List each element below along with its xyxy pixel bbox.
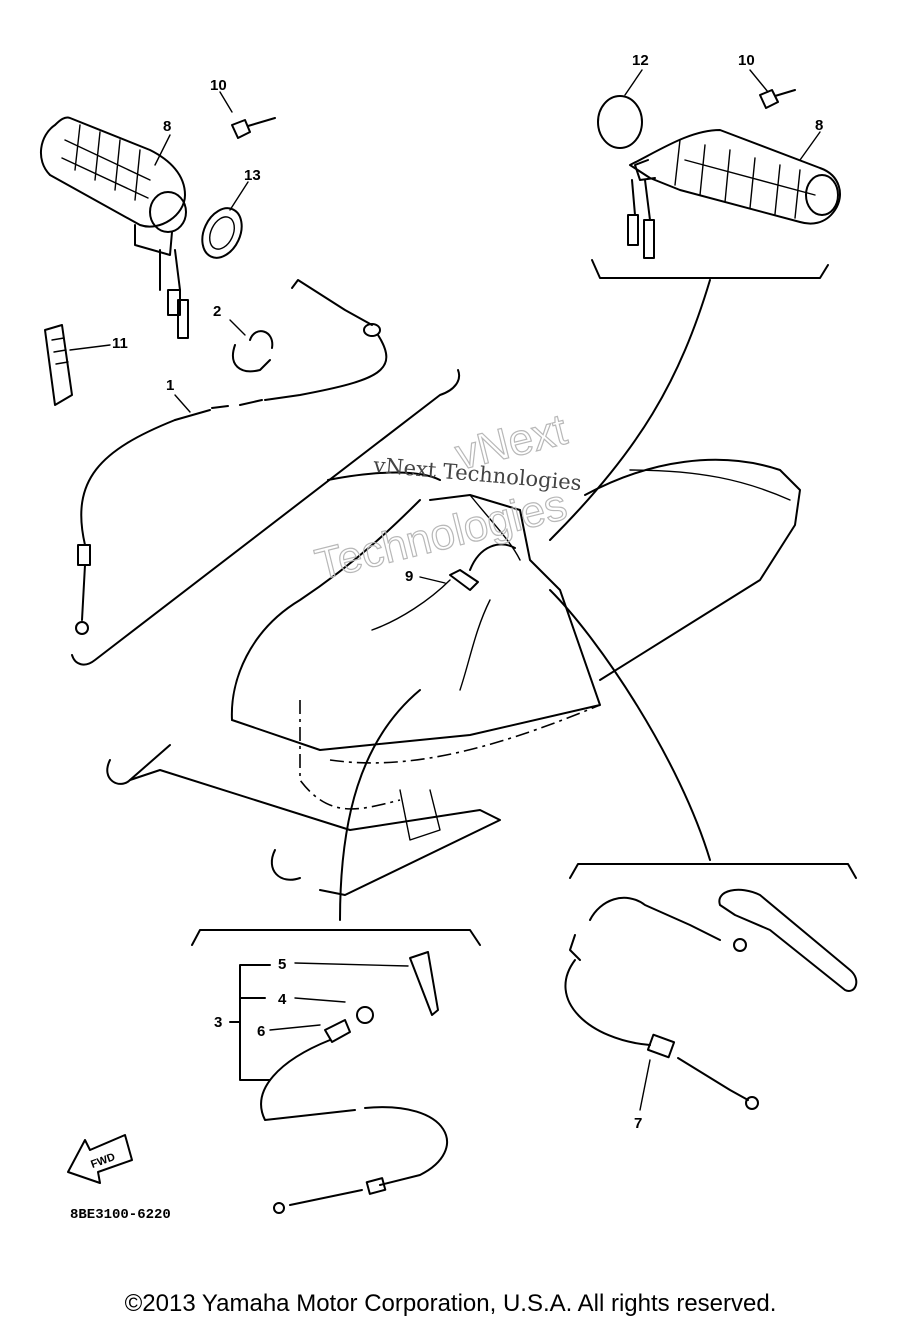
fwd-label: FWD <box>89 1151 117 1171</box>
snowmobile-body <box>106 458 801 896</box>
fwd-arrow <box>67 1134 133 1184</box>
callout-4: 4 <box>278 991 287 1008</box>
callout-8-left: 8 <box>163 118 171 135</box>
callout-6: 6 <box>257 1023 265 1040</box>
callout-1: 1 <box>166 377 174 394</box>
band-part <box>44 324 73 406</box>
left-grip-group <box>39 116 189 339</box>
bottom-right-panel-border <box>569 863 857 879</box>
callout-3: 3 <box>214 1014 222 1031</box>
copyright-notice: ©2013 Yamaha Motor Corporation, U.S.A. A… <box>124 1290 777 1317</box>
callout-leaders <box>69 69 821 1111</box>
cable-junction <box>449 543 516 591</box>
leader-lines <box>339 279 711 921</box>
part-code: 8BE3100-6220 <box>70 1207 171 1223</box>
callout-11: 11 <box>112 335 128 352</box>
clip-part <box>232 330 274 373</box>
callout-10-right: 10 <box>738 52 755 69</box>
callout-9: 9 <box>405 568 413 585</box>
callout-13: 13 <box>244 167 261 184</box>
right-grip-group <box>597 89 841 259</box>
watermark-technologies: Technologies <box>311 480 572 590</box>
callout-5: 5 <box>278 956 286 973</box>
left-bolt <box>231 117 276 139</box>
left-grip-end-ring <box>201 207 243 259</box>
right-panel-border <box>591 259 829 279</box>
left-panel-border <box>71 369 460 666</box>
callout-2: 2 <box>213 303 221 320</box>
callout-12: 12 <box>632 52 649 69</box>
callout-10-left: 10 <box>210 77 227 94</box>
callout-8-right: 8 <box>815 117 823 134</box>
switch-cable-group <box>229 951 449 1214</box>
bottom-left-panel-border <box>191 929 481 946</box>
lever-cable-group <box>564 888 858 1110</box>
left-cable <box>75 279 388 635</box>
callout-7: 7 <box>634 1115 642 1132</box>
